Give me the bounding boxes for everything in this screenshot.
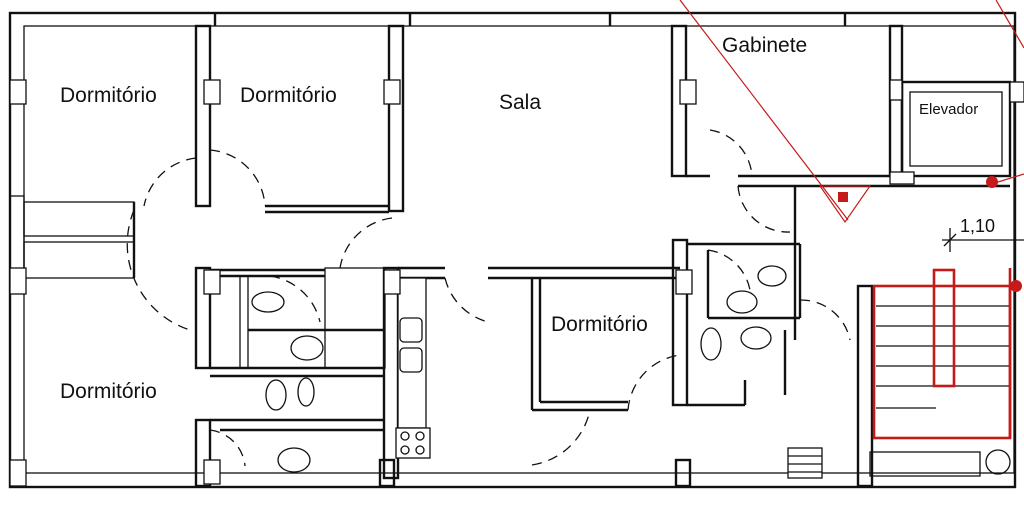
stairs	[872, 268, 1012, 440]
room-label-dormitorio-4: Dormitório	[60, 380, 157, 403]
red-annotations	[679, 0, 1024, 292]
stair-width-dimension: 1,10	[960, 216, 996, 236]
room-label-gabinete: Gabinete	[722, 34, 808, 57]
outer-walls	[8, 11, 1017, 489]
stair-dimension	[942, 228, 1024, 252]
room-label-dormitorio-1: Dormitório	[60, 84, 157, 107]
room-label-elevador: Elevador	[919, 101, 979, 118]
room-label-sala: Sala	[499, 91, 542, 114]
room-label-dormitorio-2: Dormitório	[240, 84, 337, 107]
sanitary-fixtures	[251, 265, 787, 473]
door-swings	[126, 129, 851, 467]
room-label-dormitorio-3: Dormitório	[551, 313, 648, 336]
column-markers	[9, 79, 1024, 487]
